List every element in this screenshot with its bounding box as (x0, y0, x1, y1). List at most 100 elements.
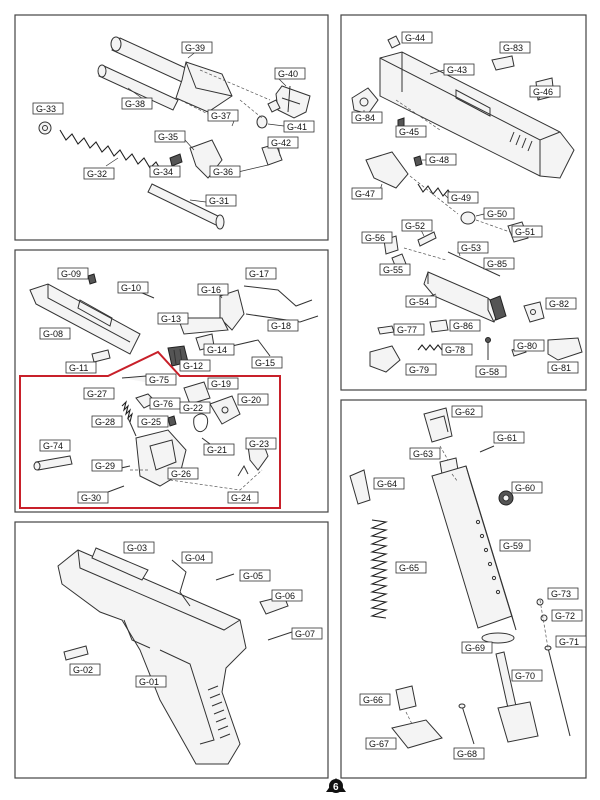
g47-striker (365, 151, 409, 189)
label-g33: G-33 (36, 104, 56, 114)
label-g45: G-45 (399, 127, 419, 137)
label-g12: G-12 (183, 361, 203, 371)
label-g17: G-17 (249, 269, 269, 279)
g70-base (497, 701, 539, 743)
label-g11: G-11 (69, 363, 88, 373)
label-g39: G-39 (185, 43, 205, 53)
g79-disc (369, 345, 401, 373)
g01-frame (57, 549, 247, 765)
label-g29: G-29 (95, 461, 115, 471)
g09-screw (87, 273, 97, 285)
label-g06: G-06 (275, 591, 295, 601)
g52-pin (417, 231, 437, 247)
label-g77: G-77 (397, 325, 417, 335)
label-g69: G-69 (465, 643, 485, 653)
label-g58: G-58 (479, 367, 499, 377)
panel-magazine-group (340, 399, 587, 779)
label-g65: G-65 (399, 563, 419, 573)
label-g05: G-05 (243, 571, 263, 581)
g86-pad (429, 319, 449, 333)
label-g38: G-38 (125, 99, 145, 109)
label-g23: G-23 (249, 439, 269, 449)
page-number-badge: 6 (326, 778, 346, 793)
cam-pin (267, 99, 281, 113)
g27-spring (121, 400, 134, 423)
grip-texture (207, 685, 231, 739)
label-g28: G-28 (95, 417, 115, 427)
label-g24: G-24 (231, 493, 251, 503)
label-g61: G-61 (497, 433, 517, 443)
label-g21: G-21 (207, 445, 227, 455)
label-g71: G-71 (559, 637, 579, 647)
label-g82: G-82 (549, 299, 569, 309)
label-g64: G-64 (377, 479, 397, 489)
label-g49: G-49 (451, 193, 471, 203)
recoil-spring (59, 129, 163, 173)
label-g08: G-08 (43, 329, 63, 339)
g68-rod (461, 705, 475, 745)
label-g04: G-04 (185, 553, 205, 563)
label-g27: G-27 (87, 389, 107, 399)
g83-rear-sight (491, 55, 515, 71)
label-g41: G-41 (287, 122, 307, 132)
label-g30: G-30 (81, 493, 101, 503)
label-g47: G-47 (355, 189, 375, 199)
label-g51: G-51 (515, 227, 535, 237)
label-g62: G-62 (455, 407, 475, 417)
label-g79: G-79 (409, 365, 429, 375)
label-g50: G-50 (487, 209, 507, 219)
panel-frame-group (14, 521, 329, 779)
label-g73: G-73 (551, 589, 571, 599)
g04-spring-wire (171, 559, 191, 607)
label-g83: G-83 (503, 43, 523, 53)
label-g68: G-68 (457, 749, 477, 759)
slide-group-labels: G-44 G-83 G-43 G-46 G-84 G-45 G-48 G-47 … (351, 31, 579, 378)
g15-wire (231, 339, 271, 357)
label-g78: G-78 (445, 345, 465, 355)
label-g70: G-70 (515, 671, 535, 681)
trigger-group-labels: G-09 G-10 G-17 G-16 G-13 G-18 G-08 G-14 … (39, 267, 299, 504)
g02-slide-stop (63, 645, 89, 661)
g72-ring (540, 614, 548, 622)
label-g26: G-26 (171, 469, 191, 479)
label-g20: G-20 (241, 395, 261, 405)
label-g86: G-86 (453, 321, 473, 331)
g41-washer (256, 115, 268, 129)
label-g31: G-31 (209, 196, 229, 206)
g24-spring (237, 464, 249, 477)
g25-pin (167, 415, 177, 427)
panel-barrel-group (14, 14, 329, 241)
label-g59: G-59 (503, 541, 523, 551)
g11-block (91, 349, 111, 363)
label-g42: G-42 (271, 138, 291, 148)
label-g81: G-81 (551, 363, 571, 373)
label-g53: G-53 (461, 243, 481, 253)
g65-spring (369, 519, 389, 619)
label-g18: G-18 (271, 321, 291, 331)
label-g44: G-44 (405, 33, 425, 43)
g74-pin (35, 455, 73, 471)
label-g02: G-02 (73, 665, 93, 675)
label-g09: G-09 (61, 269, 81, 279)
label-g85: G-85 (487, 259, 507, 269)
g28-pin (127, 417, 137, 437)
g71-rod (547, 647, 571, 737)
g13-trigger-bar (177, 317, 229, 335)
g34-screw (169, 153, 183, 167)
label-g72: G-72 (555, 611, 575, 621)
label-g16: G-16 (201, 285, 221, 295)
label-g25: G-25 (141, 417, 161, 427)
g17-spring-wire (243, 285, 313, 307)
label-g14: G-14 (207, 345, 227, 355)
g62-feed-lip (423, 407, 453, 443)
g54-chamber-nozzle (489, 295, 507, 321)
g53-rod (447, 251, 501, 277)
magazine-holes (475, 519, 501, 595)
label-g36: G-36 (213, 167, 233, 177)
panel-trigger-group (14, 249, 329, 513)
g21-clip (201, 437, 211, 445)
label-g74: G-74 (43, 441, 63, 451)
g77-screw (377, 325, 395, 335)
g67-floorplate (391, 719, 443, 749)
slide (379, 51, 575, 179)
